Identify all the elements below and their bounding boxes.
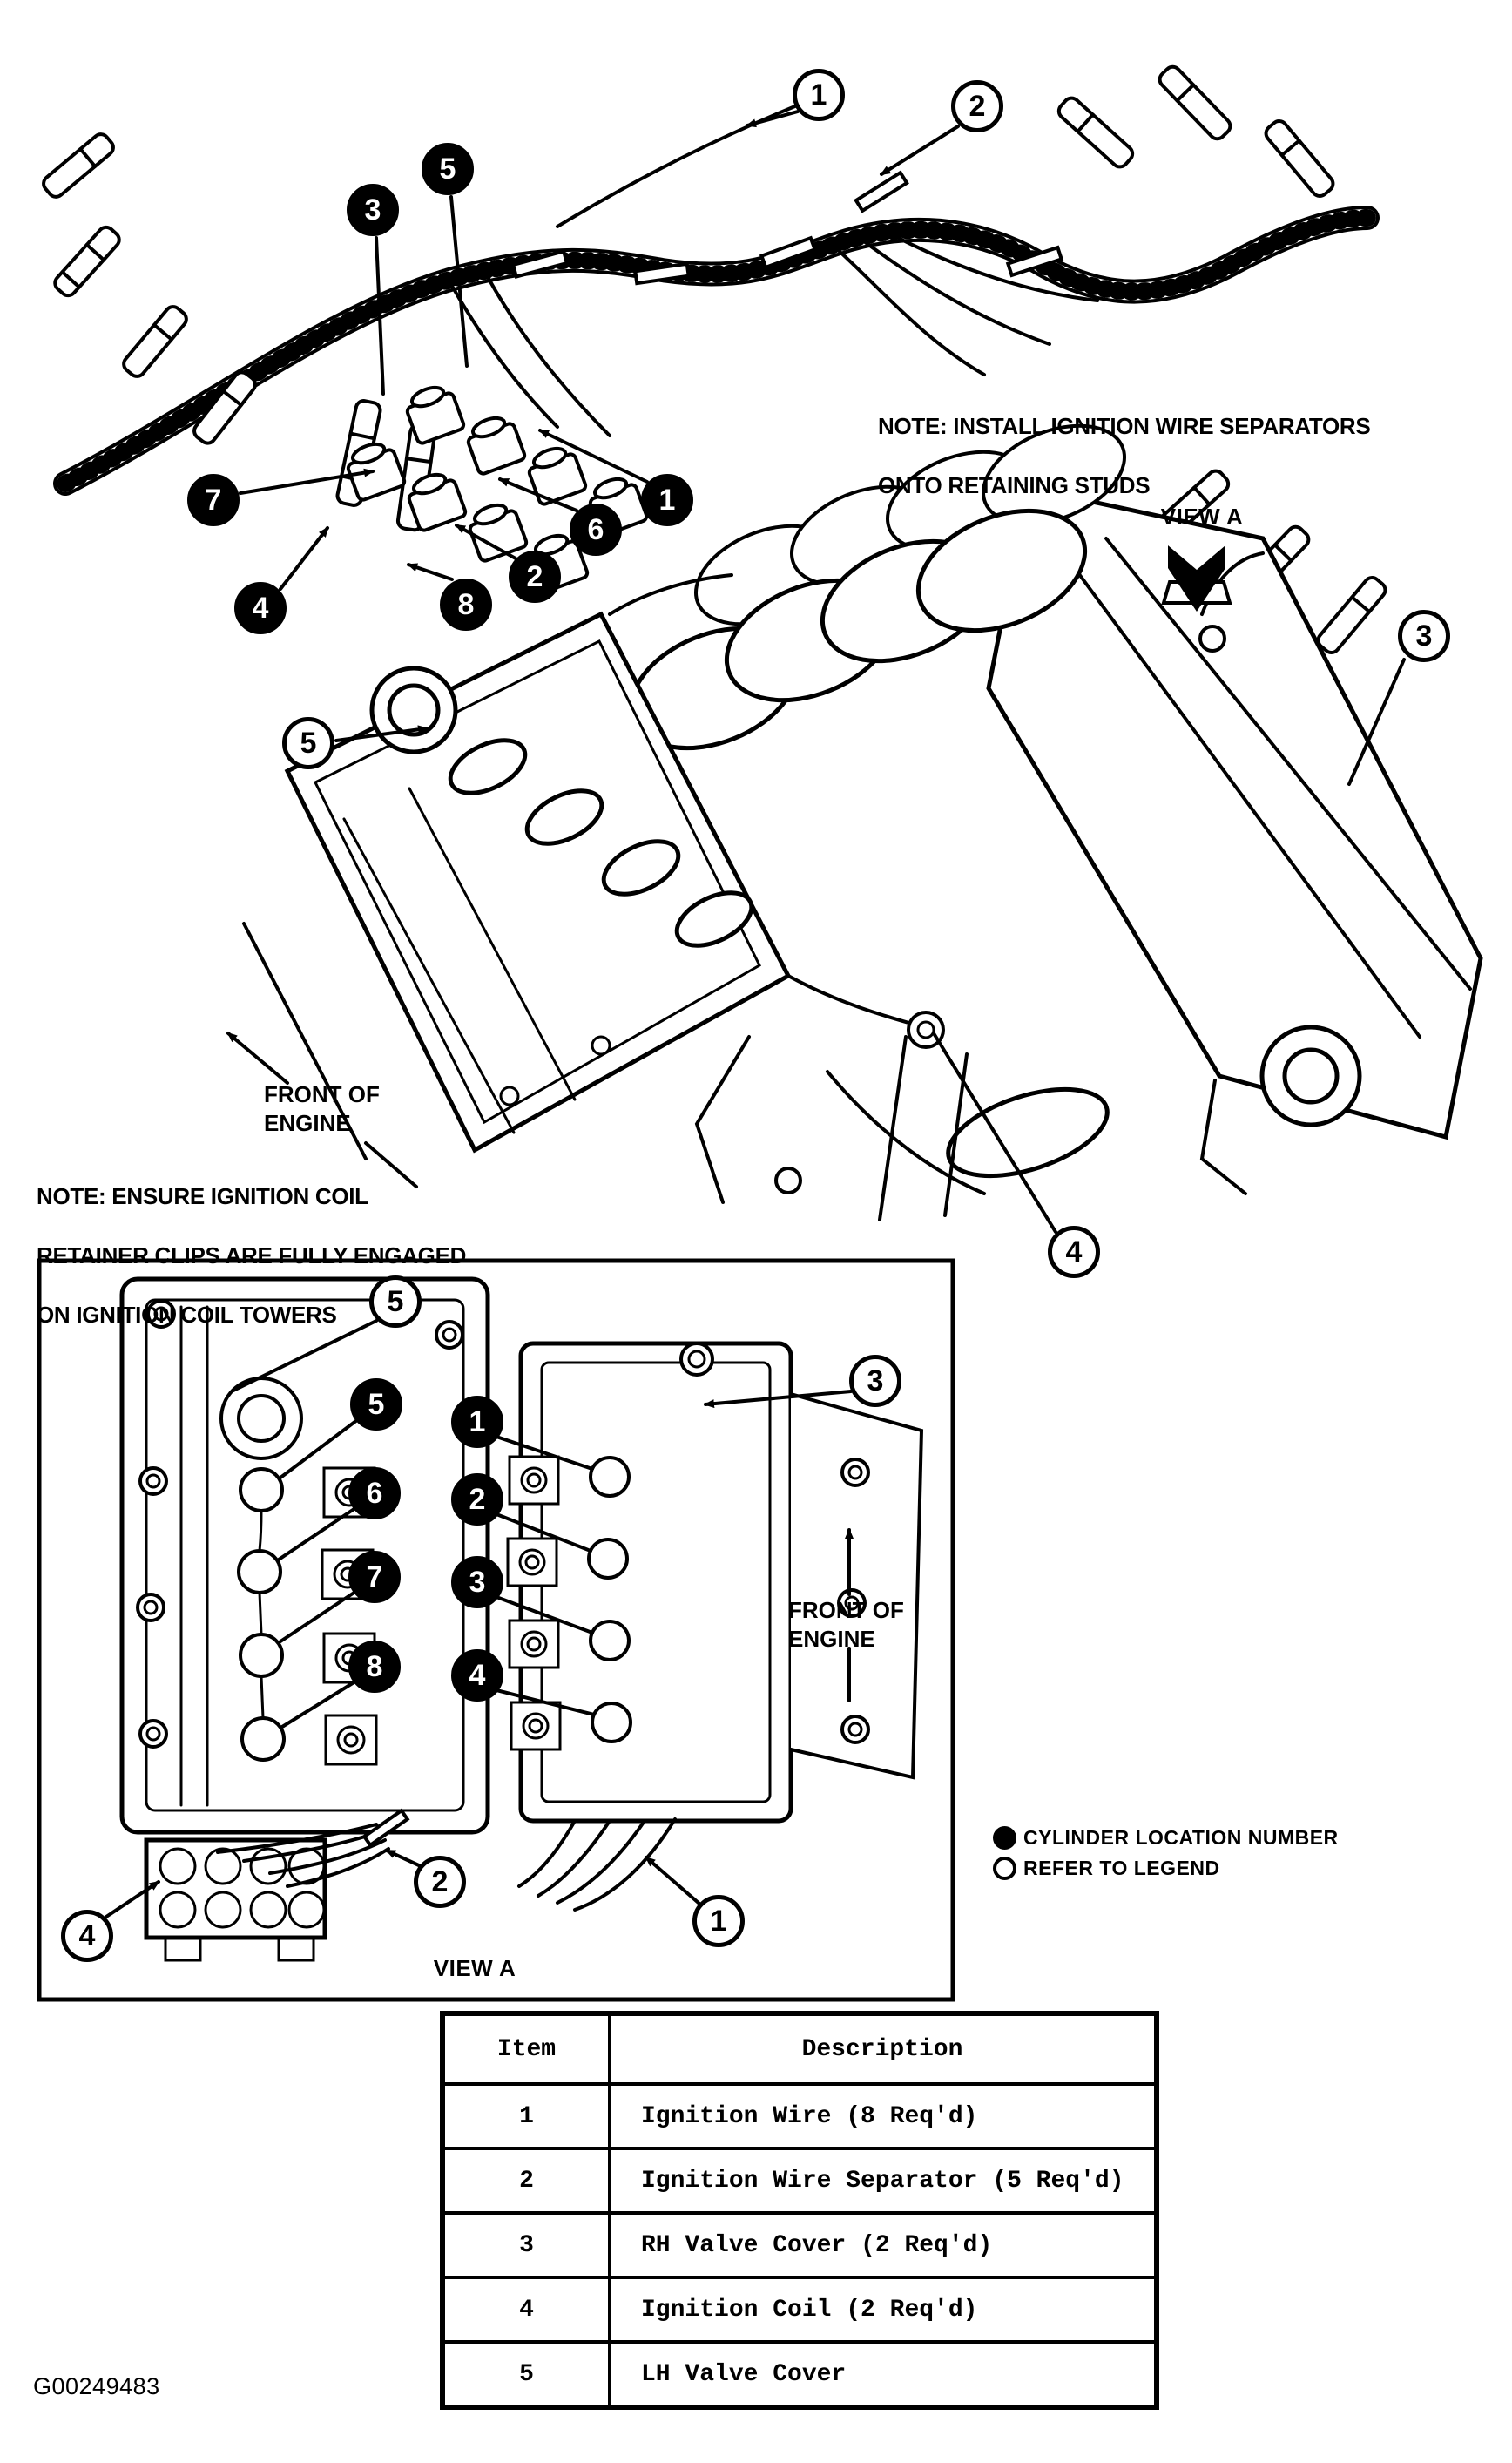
legend-row-filled: CYLINDER LOCATION NUMBER bbox=[993, 1826, 1339, 1850]
figure-code: G00249483 bbox=[33, 2373, 160, 2399]
wire-separator-clip bbox=[1005, 245, 1064, 278]
ignition-coil-cluster bbox=[346, 385, 649, 593]
description-cell: RH Valve Cover (2 Req'd) bbox=[608, 2211, 1158, 2279]
legend-open-text: REFER TO LEGEND bbox=[1023, 1857, 1220, 1879]
item-header-cell: Item bbox=[441, 2012, 611, 2086]
spark-plug-boot bbox=[1316, 576, 1387, 654]
spark-plug-boot bbox=[1056, 96, 1135, 169]
view-a-caption: VIEW A bbox=[433, 1955, 516, 1981]
item-cell: 3 bbox=[441, 2211, 611, 2279]
spark-plug-boot bbox=[122, 305, 188, 378]
engine-drawing bbox=[242, 423, 1483, 1221]
description-cell: LH Valve Cover bbox=[608, 2340, 1158, 2409]
item-cell: 4 bbox=[441, 2276, 611, 2344]
item-cell: 5 bbox=[441, 2340, 611, 2409]
filled-circle-icon bbox=[993, 1826, 1016, 1850]
symbol-legend: CYLINDER LOCATION NUMBER REFER TO LEGEND bbox=[993, 1826, 1339, 1880]
wire-separator-clip bbox=[633, 261, 691, 286]
description-cell: Ignition Wire (8 Req'd) bbox=[608, 2082, 1158, 2150]
note-wire-separators: NOTE: INSTALL IGNITION WIRE SEPARATORS O… bbox=[878, 382, 1488, 500]
note-wire-separators-line1: NOTE: INSTALL IGNITION WIRE SEPARATORS bbox=[878, 413, 1371, 439]
spark-plug-boot bbox=[1158, 64, 1232, 141]
legend-row-open: REFER TO LEGEND bbox=[993, 1857, 1339, 1880]
spark-plug-boot bbox=[53, 225, 121, 298]
description-cell: Ignition Coil (2 Req'd) bbox=[608, 2276, 1158, 2344]
legend-filled-text: CYLINDER LOCATION NUMBER bbox=[1023, 1826, 1339, 1849]
front-of-engine-label-box: FRONT OF ENGINE bbox=[788, 1597, 904, 1652]
front-of-engine-label-main: FRONT OF ENGINE bbox=[264, 1081, 380, 1136]
harness-drawing bbox=[42, 64, 1387, 654]
note-coil-clips: NOTE: ENSURE IGNITION COIL RETAINER CLIP… bbox=[37, 1152, 577, 1330]
ignition-coil-pack bbox=[144, 1808, 410, 1962]
note-coil-clips-line2: RETAINER CLIPS ARE FULLY ENGAGED bbox=[37, 1242, 467, 1269]
front-of-engine-arrow-main bbox=[226, 1032, 418, 1188]
item-cell: 1 bbox=[441, 2082, 611, 2150]
spark-plug-boot bbox=[1264, 119, 1335, 198]
item-cell: 2 bbox=[441, 2147, 611, 2215]
wire-separator-clip bbox=[854, 170, 909, 213]
view-a-arrow bbox=[1161, 545, 1232, 612]
note-wire-separators-line2: ONTO RETAINING STUDS bbox=[878, 472, 1151, 498]
view-a-label-top: VIEW A bbox=[1160, 504, 1244, 530]
open-circle-icon bbox=[993, 1857, 1016, 1880]
wire-separator-clip bbox=[361, 1808, 410, 1848]
rh-valve-cover bbox=[506, 1341, 924, 1912]
lh-valve-cover bbox=[119, 1276, 490, 1835]
description-cell: Ignition Wire Separator (5 Req'd) bbox=[608, 2147, 1158, 2215]
wire-separator-clip bbox=[759, 235, 818, 270]
callout-leader-lines bbox=[105, 110, 1406, 1918]
wire-separator-clip bbox=[510, 249, 570, 279]
table-header-row: Item Description bbox=[441, 2012, 1158, 2086]
description-header-cell: Description bbox=[608, 2012, 1158, 2086]
note-coil-clips-line3: ON IGNITION COIL TOWERS bbox=[37, 1302, 337, 1328]
spark-plug-boot bbox=[42, 132, 115, 199]
spark-plug-boot bbox=[192, 370, 257, 445]
note-coil-clips-line1: NOTE: ENSURE IGNITION COIL bbox=[37, 1183, 368, 1209]
